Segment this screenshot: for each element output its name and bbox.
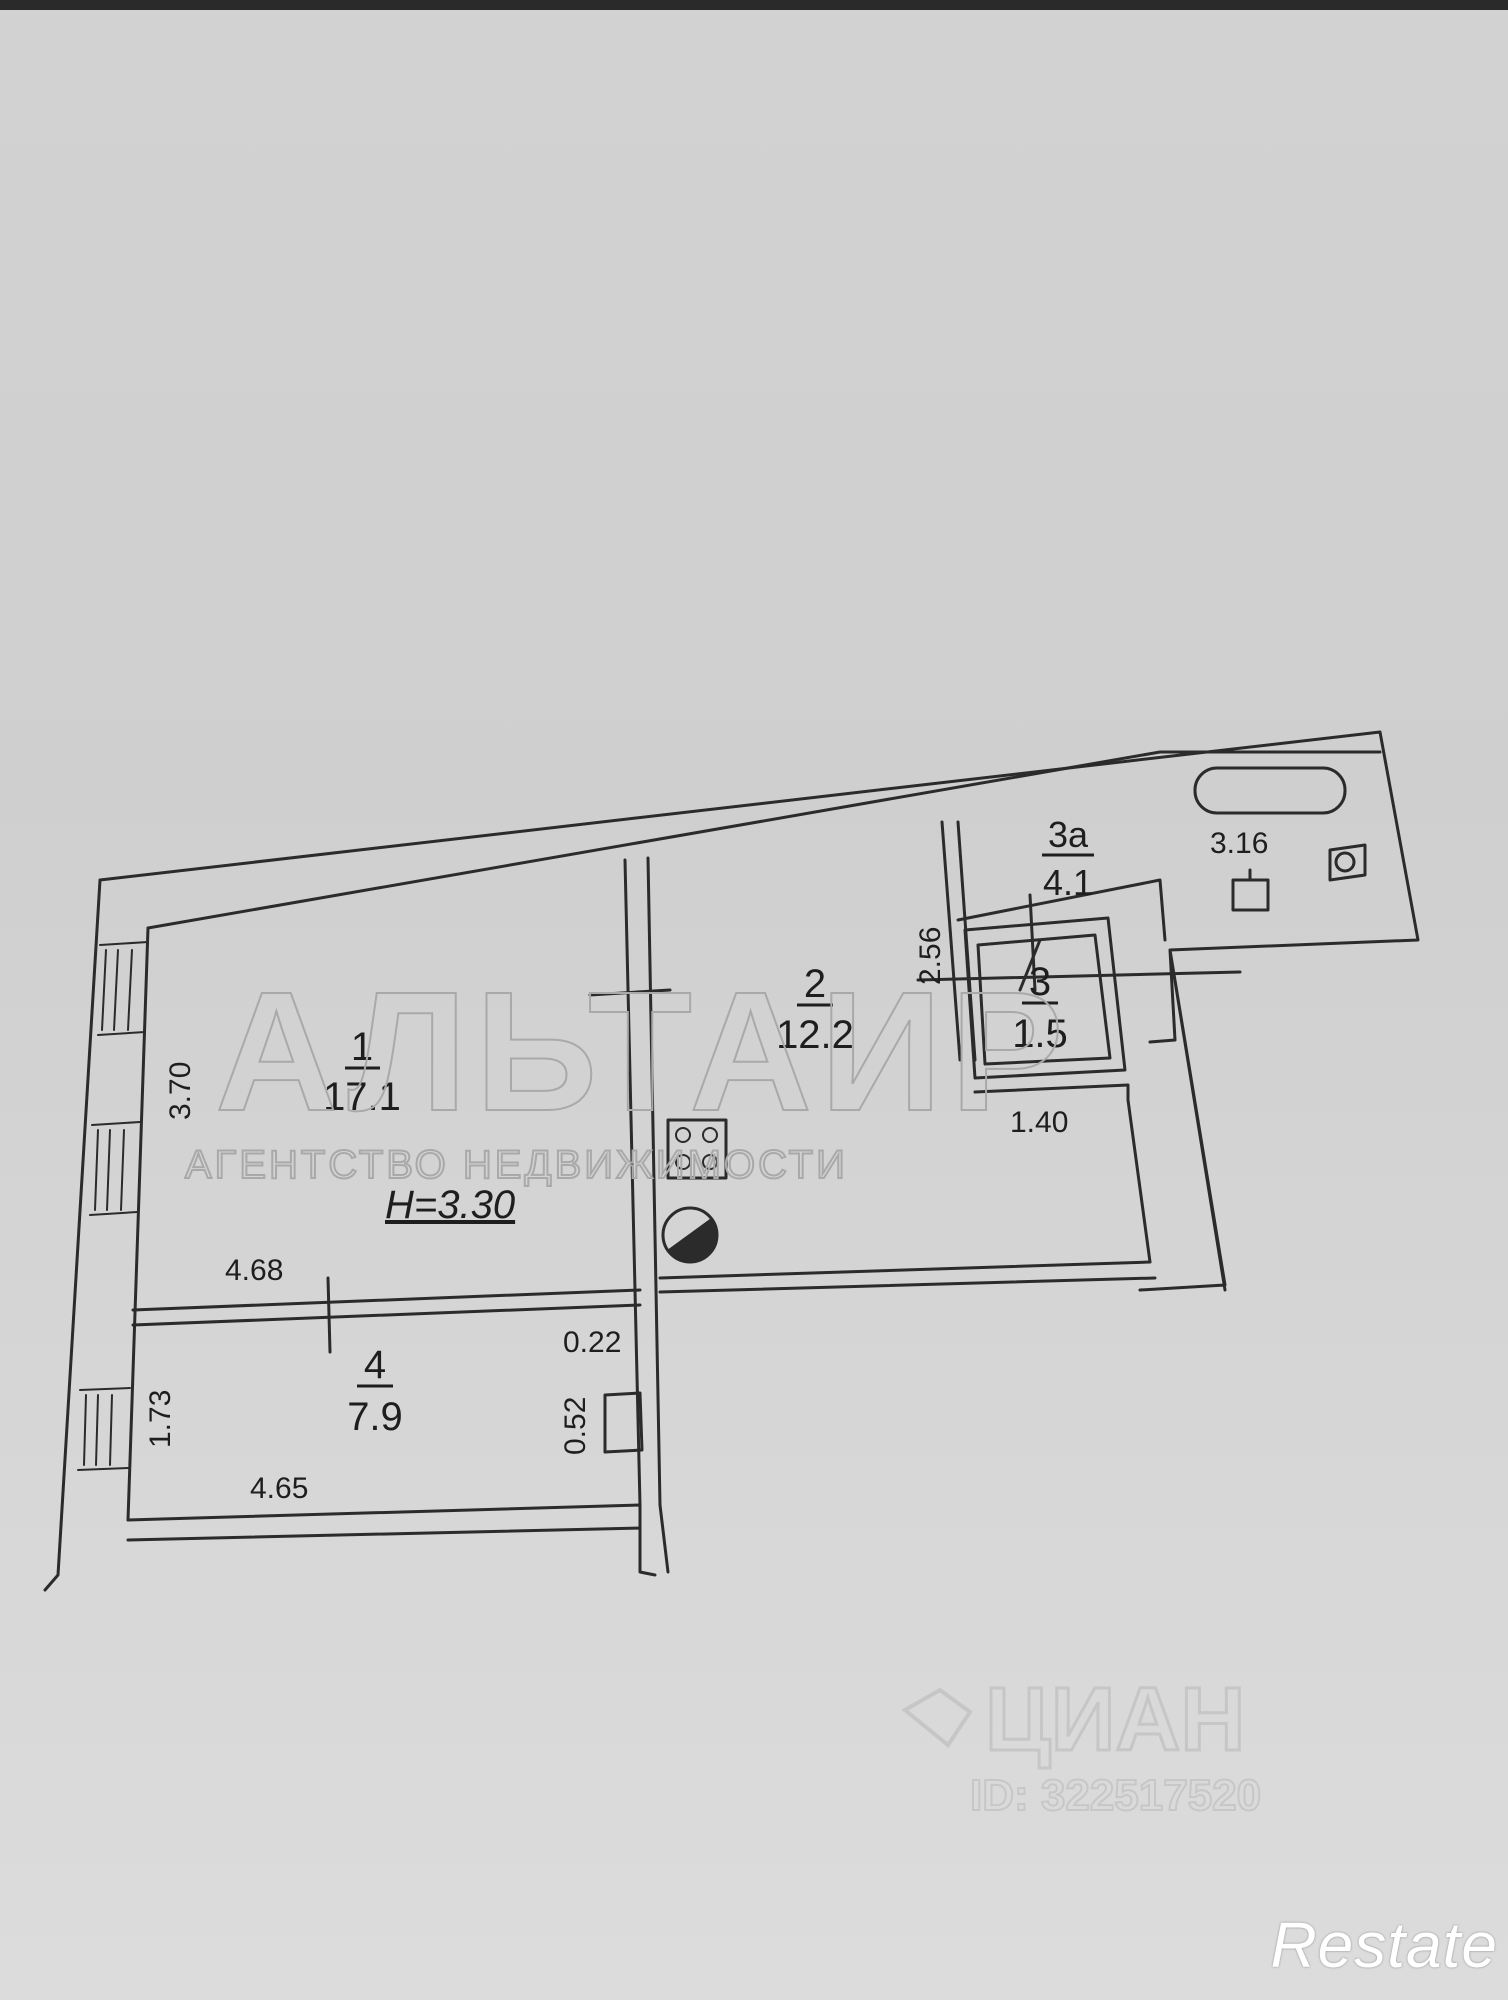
stove xyxy=(666,1118,728,1180)
top-bar xyxy=(0,0,1508,10)
room-3a-label: 3а 4.1 xyxy=(1042,814,1094,903)
svg-text:3а: 3а xyxy=(1048,814,1089,855)
outer-wall-outer xyxy=(43,730,1420,1592)
svg-text:17.1: 17.1 xyxy=(323,1075,401,1119)
dim-022: 0.22 xyxy=(563,1326,621,1359)
agency-logo-watermark: АЛЬТАИР xyxy=(215,957,1072,1147)
dim-173: 1.73 xyxy=(144,1390,177,1448)
partition-1-4 xyxy=(131,1288,642,1327)
agency-subtitle-watermark: АГЕНТСТВО НЕДВИЖИМОСТИ xyxy=(185,1143,848,1187)
dim-316: 3.16 xyxy=(1210,827,1268,860)
windows-left xyxy=(77,941,149,1471)
room-3-label: 3 1.5 xyxy=(1012,960,1068,1056)
svg-text:4: 4 xyxy=(364,1343,386,1387)
sink xyxy=(1231,878,1270,912)
wall-room2-bottom xyxy=(658,1260,1157,1294)
ceiling-height: H=3.30 xyxy=(385,1183,515,1227)
cian-watermark: ЦИАН ID: 322517520 xyxy=(901,1669,1262,1821)
restate-brand-logo: Restate xyxy=(1270,1909,1498,1981)
svg-text:ID: 322517520: ID: 322517520 xyxy=(970,1771,1261,1820)
closet xyxy=(603,1391,644,1454)
room-1-label: 1 17.1 xyxy=(323,1025,401,1119)
svg-text:ЦИАН: ЦИАН xyxy=(985,1670,1245,1770)
outer-wall-inner xyxy=(146,750,1382,930)
dim-465: 4.65 xyxy=(250,1472,308,1505)
left-wall-inner xyxy=(126,926,150,1522)
dim-140: 1.40 xyxy=(1010,1106,1068,1139)
svg-text:4.1: 4.1 xyxy=(1043,862,1093,903)
wall-room3 xyxy=(963,916,1127,1080)
wall-corridor xyxy=(973,1083,1130,1102)
room-2-label: 2 12.2 xyxy=(776,962,854,1057)
svg-text:12.2: 12.2 xyxy=(776,1013,854,1057)
svg-text:7.9: 7.9 xyxy=(347,1395,403,1439)
svg-text:1.5: 1.5 xyxy=(1012,1012,1068,1056)
dim-468: 4.68 xyxy=(225,1254,283,1287)
dim-256: 2.56 xyxy=(914,927,947,985)
room-4-label: 4 7.9 xyxy=(347,1343,403,1439)
cian-logo-icon xyxy=(901,1687,973,1748)
toilet xyxy=(1328,843,1367,882)
dim-052: 0.52 xyxy=(559,1397,592,1455)
bathtub xyxy=(1193,766,1347,815)
svg-text:3: 3 xyxy=(1029,960,1051,1004)
dim-370: 3.70 xyxy=(164,1062,197,1120)
wall-room2-right xyxy=(1126,1098,1152,1264)
door-ticks xyxy=(326,893,1242,1354)
svg-text:2: 2 xyxy=(804,962,826,1006)
svg-text:1: 1 xyxy=(351,1025,373,1069)
bottom-wall xyxy=(126,1503,670,1577)
partition-1-2 xyxy=(623,856,662,1507)
